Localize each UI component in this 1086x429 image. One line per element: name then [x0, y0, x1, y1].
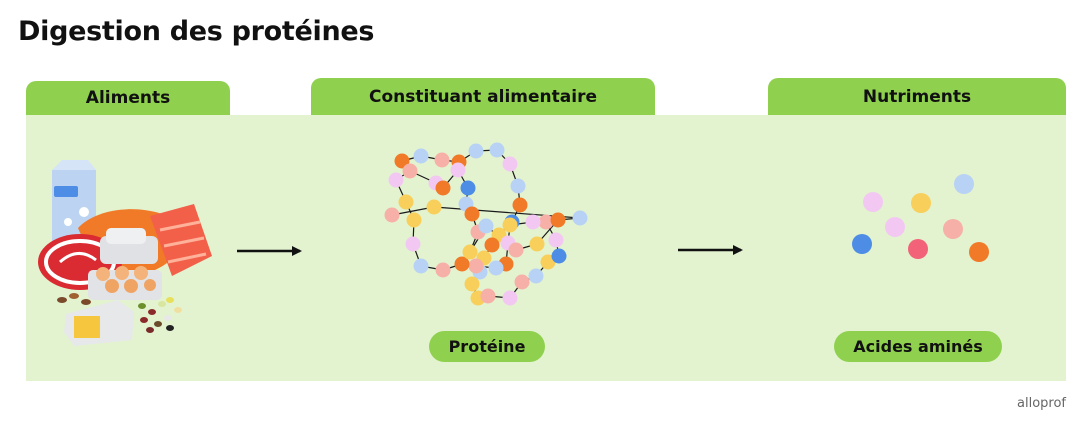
amino-acid-bead [462, 244, 478, 260]
amino-acid-bead [489, 142, 505, 158]
amino-acid [885, 217, 905, 237]
amino-acid-bead [508, 242, 524, 258]
tab-constituant: Constituant alimentaire [311, 78, 655, 115]
amino-acid-bead [464, 276, 480, 292]
amino-acid [943, 219, 963, 239]
amino-acid-bead [460, 180, 476, 196]
amino-acid-bead [435, 180, 451, 196]
tab-aliments-label: Aliments [85, 88, 171, 108]
amino-acid-bead [529, 236, 545, 252]
amino-acid [954, 174, 974, 194]
amino-acid [852, 234, 872, 254]
cheese-icon [64, 300, 134, 346]
tab-aliments: Aliments [26, 81, 230, 115]
amino-acid-bead [514, 274, 530, 290]
amino-acid-bead [572, 210, 588, 226]
label-acides-amines: Acides aminés [834, 331, 1002, 362]
protein-chain [384, 142, 588, 306]
amino-acid-bead [402, 163, 418, 179]
tab-nutriments-label: Nutriments [862, 86, 972, 107]
amino-acid-bead [548, 232, 564, 248]
amino-acids [852, 174, 989, 262]
beans-icon [57, 293, 182, 333]
label-proteine-text: Protéine [448, 337, 526, 356]
amino-acid-bead [406, 212, 422, 228]
amino-acid-bead [434, 152, 450, 168]
amino-acid-bead [435, 262, 451, 278]
amino-acid [908, 239, 928, 259]
amino-acid-bead [484, 237, 500, 253]
amino-acid-bead [525, 214, 541, 230]
label-proteine: Protéine [429, 331, 545, 362]
amino-acid-bead [488, 260, 504, 276]
amino-acid [969, 242, 989, 262]
amino-acid-bead [480, 288, 496, 304]
amino-acid-bead [450, 162, 466, 178]
tab-nutriments: Nutriments [768, 78, 1066, 115]
amino-acid-bead [464, 206, 480, 222]
tab-constituant-label: Constituant alimentaire [369, 86, 597, 107]
amino-acid-bead [413, 258, 429, 274]
amino-acid-bead [551, 248, 567, 264]
amino-acid-bead [388, 172, 404, 188]
amino-acid-bead [510, 178, 526, 194]
amino-acid-bead [540, 254, 556, 270]
label-acides-text: Acides aminés [853, 337, 983, 356]
amino-acid-bead [478, 218, 494, 234]
amino-acid-bead [502, 156, 518, 172]
amino-acid-bead [413, 148, 429, 164]
amino-acid-bead [454, 256, 470, 272]
amino-acid-bead [394, 153, 410, 169]
amino-acid-bead [528, 268, 544, 284]
amino-acid-bead [502, 290, 518, 306]
amino-acid [911, 193, 931, 213]
page-title: Digestion des protéines [18, 16, 375, 47]
amino-acid-bead [384, 207, 400, 223]
eggs-icon [88, 228, 162, 300]
food-illustration [38, 160, 212, 346]
amino-acid-bead [426, 199, 442, 215]
amino-acid [863, 192, 883, 212]
amino-acid-bead [468, 143, 484, 159]
amino-acid-bead [538, 214, 554, 230]
amino-acid-bead [468, 258, 484, 274]
amino-acid-bead [405, 236, 421, 252]
alloprof-logo: alloprof [1017, 396, 1066, 411]
amino-acid-bead [550, 212, 566, 228]
amino-acid-bead [512, 197, 528, 213]
amino-acid-bead [398, 194, 414, 210]
amino-acid-bead [502, 217, 518, 233]
